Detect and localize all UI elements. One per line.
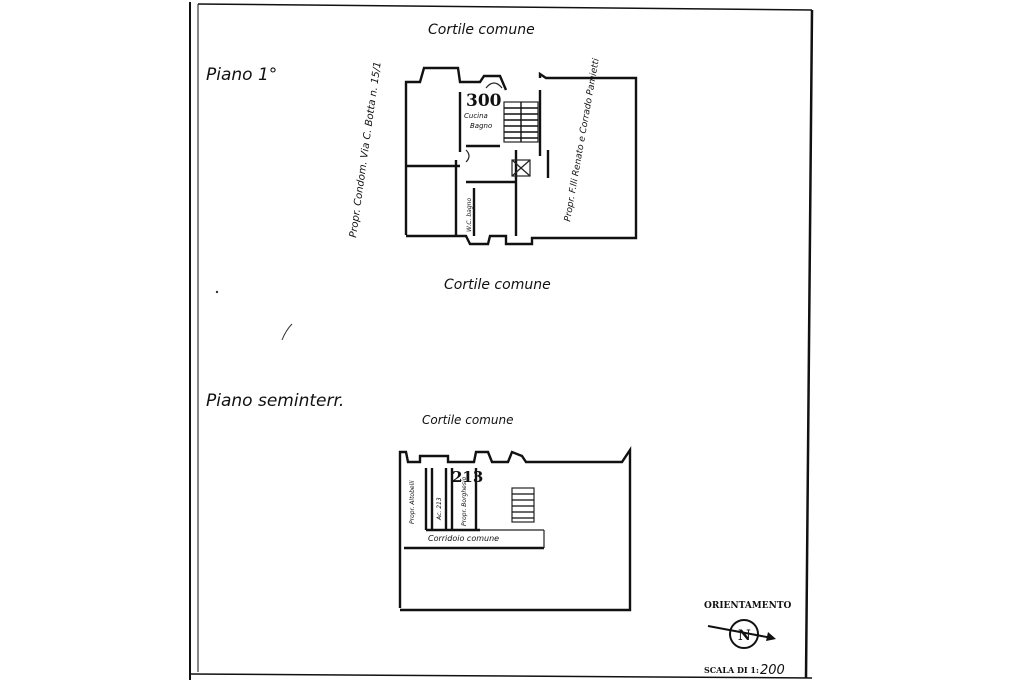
scale-value: 200 xyxy=(760,663,785,678)
scale-label: SCALA DI 1: xyxy=(704,665,759,675)
unit-number-basement: 213 xyxy=(452,468,483,486)
bath-label: Bagno xyxy=(470,122,492,130)
left-neighbor-label: Propr. Condom. Via C. Botta n. 15/1 xyxy=(348,61,384,239)
sheet-frame xyxy=(189,2,814,680)
unit-number-first-floor: 300 xyxy=(466,91,502,111)
basement-plan xyxy=(398,446,632,612)
kitchen-label: Cucina xyxy=(464,112,488,120)
courtyard-label-mid: Cortile comune xyxy=(444,277,551,293)
wc-label: W.C. bagno xyxy=(466,198,473,232)
svg-text:N: N xyxy=(738,628,751,644)
orientation-label: ORIENTAMENTO xyxy=(704,601,792,611)
corridor-label: Corridoio comune xyxy=(428,534,499,543)
floor-1-title: Piano 1° xyxy=(206,65,277,85)
floor-semi-title: Piano seminterr. xyxy=(206,391,344,411)
right-neighbor-label: Propr. F.lli Renato e Corrado Pamietti xyxy=(563,57,602,222)
speck xyxy=(215,290,219,294)
basement-left-label: Propr. Altobelli xyxy=(409,480,416,524)
first-floor-plan xyxy=(404,66,638,246)
basement-mid-label: Ac. 213 xyxy=(436,497,443,521)
north-arrow-icon: N xyxy=(707,619,776,649)
courtyard-label-basement: Cortile comune xyxy=(422,413,513,427)
pencil-mark xyxy=(281,323,293,341)
courtyard-label-top: Cortile comune xyxy=(428,22,535,38)
basement-right-label: Propr. Borghesio xyxy=(461,476,468,526)
staircase-treads xyxy=(504,102,538,142)
